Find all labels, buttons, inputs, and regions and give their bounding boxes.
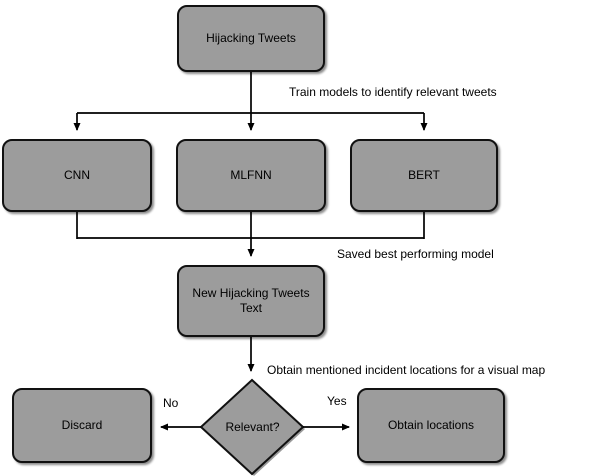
edge-label-obtain-locations: Obtain mentioned incident locations for … (267, 363, 546, 377)
node-discard: Discard (12, 388, 152, 463)
edge-label-train-models: Train models to identify relevant tweets (289, 85, 497, 99)
node-cnn: CNN (2, 139, 152, 212)
node-hijacking-tweets: Hijacking Tweets (177, 5, 325, 72)
edge-label-no: No (163, 396, 179, 410)
relevant-diamond (199, 378, 305, 476)
node-obtain-locations: Obtain locations (357, 388, 505, 463)
node-new-hijacking-tweets-text: New Hijacking Tweets Text (177, 265, 325, 337)
node-mlfnn: MLFNN (176, 139, 326, 212)
edge-label-yes: Yes (327, 394, 347, 408)
node-bert: BERT (350, 139, 498, 212)
node-relevant-label: Relevant? (225, 420, 280, 434)
edge-label-saved-best-model: Saved best performing model (337, 247, 494, 261)
